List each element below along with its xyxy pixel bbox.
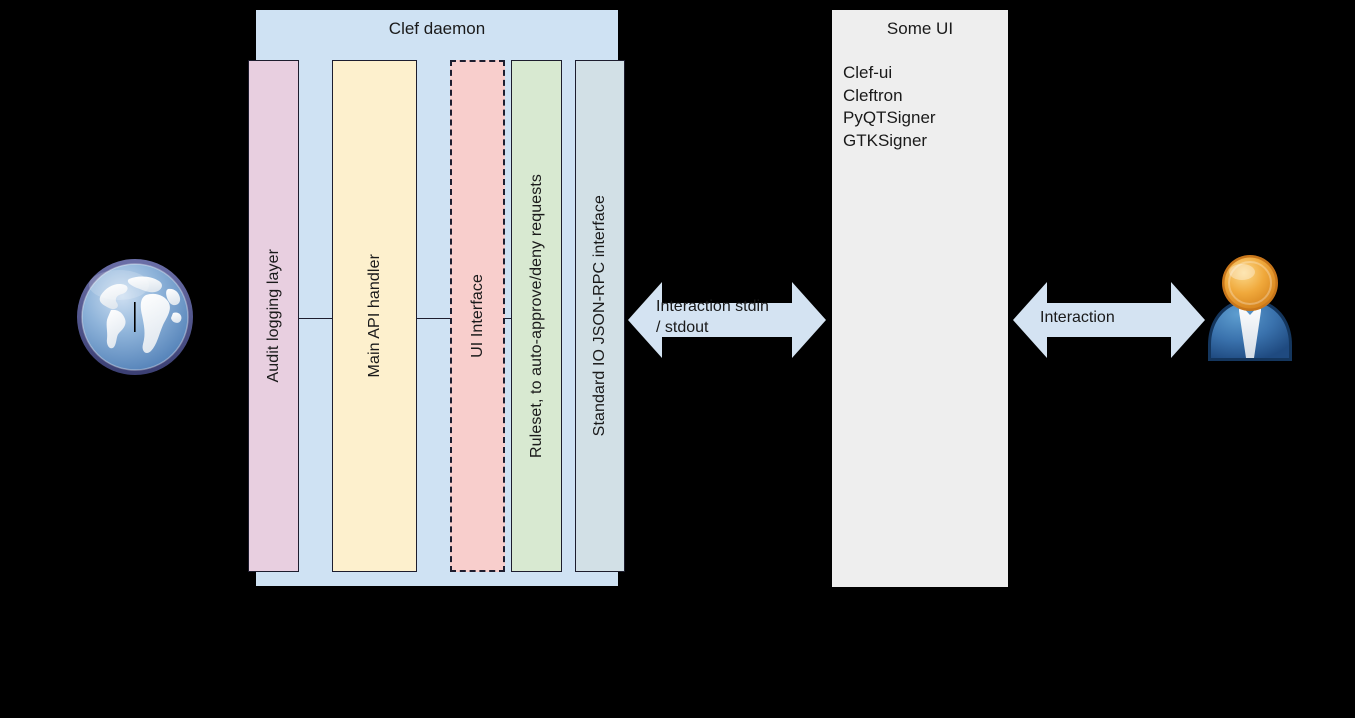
box-label-audit-logging-layer: Audit logging layer xyxy=(264,249,282,383)
box-label-ui-interface: UI Interface xyxy=(468,274,486,358)
interaction-user-arrow-label: Interaction xyxy=(1040,309,1115,326)
box-label-main-api-handler: Main API handler xyxy=(365,254,383,378)
interaction-user-arrow xyxy=(1013,278,1205,362)
globe-icon xyxy=(73,255,198,380)
box-audit-logging-layer[interactable]: Audit logging layer xyxy=(248,60,299,572)
list-item: PyQTSigner xyxy=(843,108,936,127)
clef-daemon-container xyxy=(256,10,618,586)
some-ui-title: Some UI xyxy=(886,19,954,38)
interaction-stdio-arrow-label: Interaction stdin / stdout xyxy=(656,298,769,336)
box-label-standard-io-json-rpc-interface: Standard IO JSON-RPC interface xyxy=(591,195,608,437)
some-ui-list: Clef-ui Cleftron PyQTSigner GTKSigner xyxy=(843,62,1003,152)
box-ruleset[interactable]: Ruleset, to auto-approve/deny requests xyxy=(511,60,562,572)
connector-ui-interface-to-ruleset xyxy=(504,318,513,319)
interaction-stdio-arrow xyxy=(628,278,826,362)
box-main-api-handler[interactable]: Main API handler xyxy=(332,60,417,572)
user-icon xyxy=(1204,253,1296,366)
connector-audit-to-api xyxy=(298,318,333,319)
box-standard-io-json-rpc-interface[interactable]: Standard IO JSON-RPC interface xyxy=(575,60,625,572)
box-label-ruleset: Ruleset, to auto-approve/deny requests xyxy=(527,174,545,458)
list-item: GTKSigner xyxy=(843,130,928,150)
list-item: Cleftron xyxy=(843,85,903,105)
box-ui-interface[interactable]: UI Interface xyxy=(450,60,505,572)
clef-daemon-title: Clef daemon xyxy=(388,19,486,38)
connector-api-to-ui-interface xyxy=(416,318,451,319)
list-item: Clef-ui xyxy=(843,63,893,82)
some-ui-panel xyxy=(832,10,1008,587)
